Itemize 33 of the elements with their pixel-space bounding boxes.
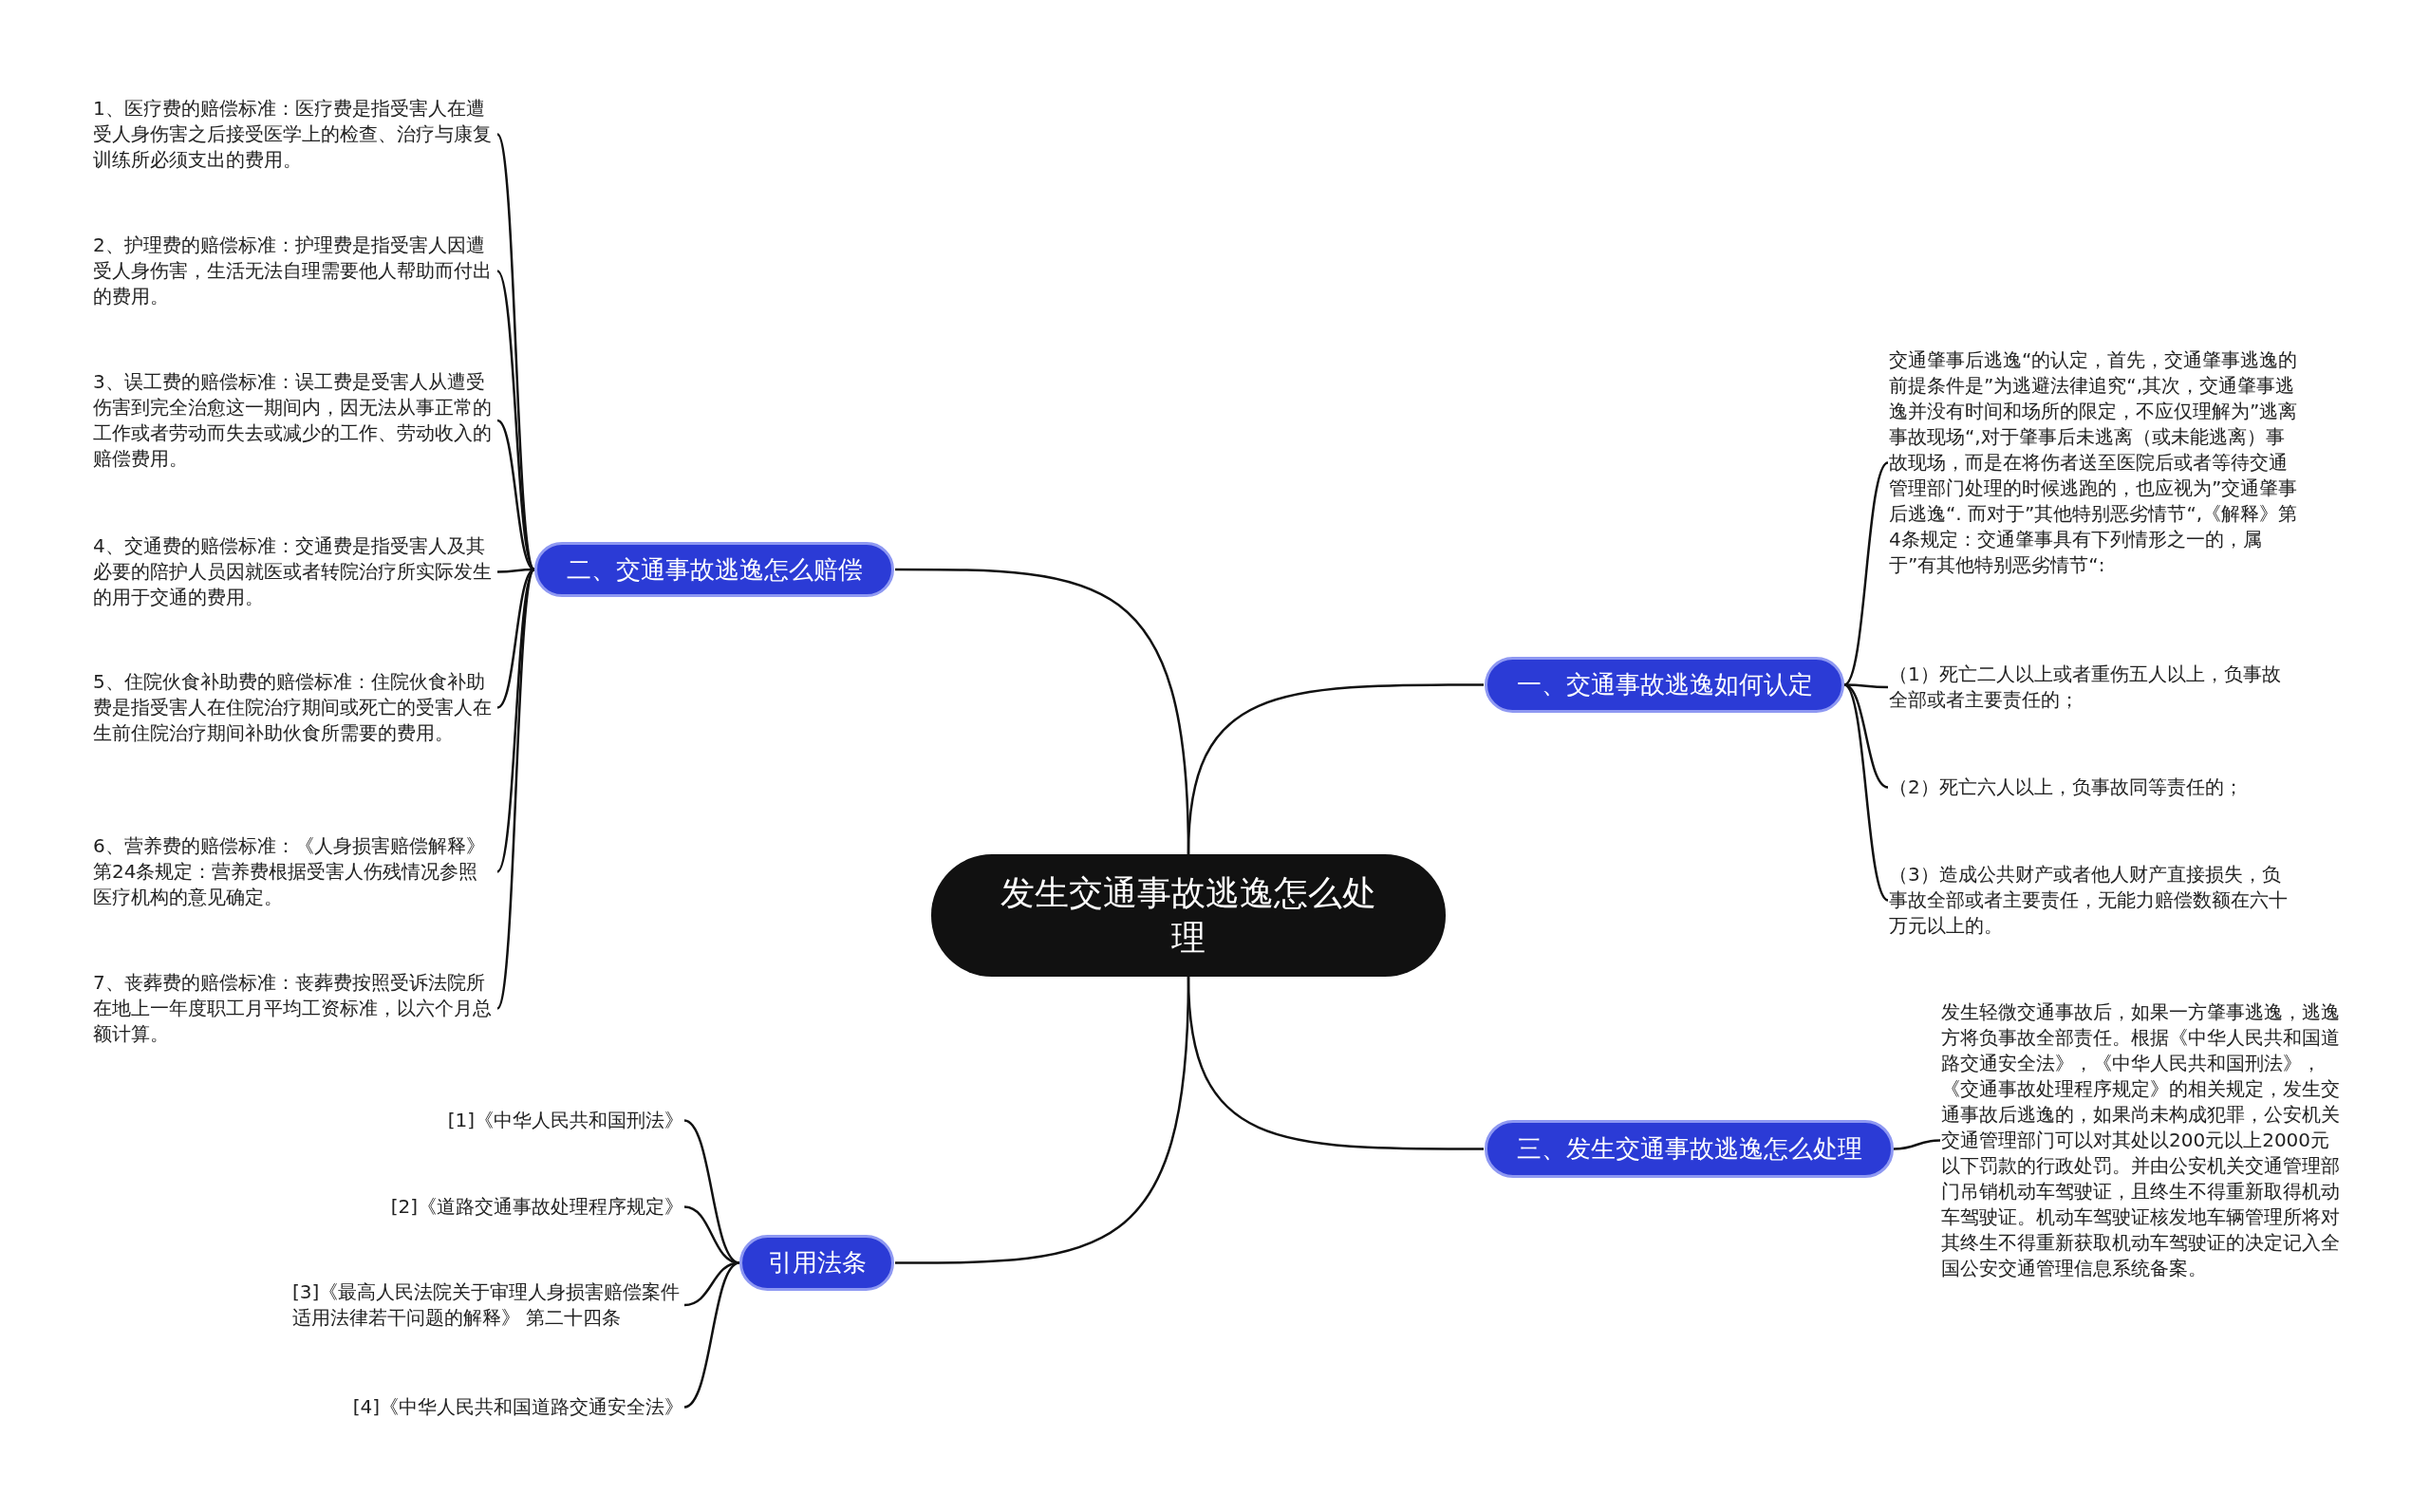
note-text: 5、住院伙食补助费的赔偿标准：住院伙食补助费是指受害人在住院治疗期间或死亡的受害人在生前住院治疗期间补助伙食所需要的费用。: [93, 669, 496, 746]
connector-line: [1843, 683, 1889, 902]
reference-text: [1]《中华人民共和国刑法》: [447, 1108, 683, 1133]
reference-text: [3]《最高人民法院关于审理人身损害赔偿案件适用法律若干问题的解释》 第二十四条: [292, 1279, 683, 1331]
connector-line: [497, 568, 534, 573]
connector-line: [1893, 1139, 1941, 1150]
branch-topic: 二、交通事故逃逸怎么赔偿: [534, 542, 894, 597]
connector-line: [683, 1261, 740, 1409]
reference-text: [4]《中华人民共和国道路交通安全法》: [352, 1394, 683, 1420]
branch-topic: 引用法条: [739, 1235, 894, 1291]
connector-line: [1844, 683, 1888, 689]
note-text: 4、交通费的赔偿标准：交通费是指受害人及其必要的陪护人员因就医或者转院治疗所实际发生的用于交通的费用。: [93, 533, 496, 610]
central-topic: 发生交通事故逃逸怎么处理: [931, 854, 1446, 977]
connector-line: [895, 976, 1190, 1264]
note-text: 3、误工费的赔偿标准：误工费是受害人从遭受伤害到完全治愈这一期间内，因无法从事正常的工作或者劳动而失去或减少的工作、劳动收入的赔偿费用。: [93, 369, 496, 472]
note-text: 交通肇事后逃逸“的认定，首先，交通肇事逃逸的前提条件是”为逃避法律追究“,其次，交通肇事逃逸并没有时间和场所的限定，不应仅理解为”逃离事故现场“,对于肇事后未逃离（或未能逃离）事故现场，而是在将伤者送至医院后或者等待交通管理部门处理的时候逃跑的，也应视为”交通肇事后逃逸“. 而对于”其他特别恶劣情节“,《解释》第4条规定：交通肇事具有下列情形之一的，属于”有其他特别恶劣情节“:: [1889, 347, 2299, 578]
connector-line: [1187, 683, 1484, 855]
reference-text: [2]《道路交通事故处理程序规定》: [390, 1194, 683, 1220]
note-text: 1、医疗费的赔偿标准：医疗费是指受害人在遭受人身伤害之后接受医学上的检查、治疗与康复训练所必须支出的费用。: [93, 96, 496, 173]
connector-line: [496, 270, 535, 570]
branch-topic: 一、交通事故逃逸如何认定: [1485, 657, 1844, 713]
connector-line: [1843, 461, 1889, 686]
note-text: （3）造成公共财产或者他人财产直接损失，负事故全部或者主要责任，无能力赔偿数额在六十万元以上的。: [1889, 862, 2299, 939]
note-text: （2）死亡六人以上，负事故同等责任的；: [1889, 775, 2299, 800]
note-text: （1）死亡二人以上或者重伤五人以上，负事故全部或者主要责任的；: [1889, 662, 2299, 713]
note-text: 6、营养费的赔偿标准：《人身损害赔偿解释》第24条规定：营养费根据受害人伤残情况参照医疗机构的意见确定。: [93, 833, 496, 910]
connector-line: [495, 569, 536, 1010]
branch-topic: 三、发生交通事故逃逸怎么处理: [1485, 1120, 1894, 1178]
note-text: 2、护理费的赔偿标准：护理费是指受害人因遭受人身伤害，生活无法自理需要他人帮助而付出的费用。: [93, 233, 496, 309]
connector-line: [496, 569, 535, 873]
note-text: 发生轻微交通事故后，如果一方肇事逃逸，逃逸方将负事故全部责任。根据《中华人民共和国道路交通安全法》，《中华人民共和国刑法》，《交通事故处理程序规定》的相关规定，发生交通事故后逃逸的，如果尚未构成犯罪，公安机关交通管理部门可以对其处以200元以上2000元以下罚款的行政处罚。并由公安机关交通管理部门吊销机动车驾驶证，且终生不得重新取得机动车驾驶证。机动车驾驶证核发地车辆管理所将对其终生不得重新获取机动车驾驶证的决定记入全国公安交通管理信息系统备案。: [1941, 999, 2342, 1281]
connector-line: [495, 133, 536, 570]
note-text: 7、丧葬费的赔偿标准：丧葬费按照受诉法院所在地上一年度职工月平均工资标准，以六个月总额计算。: [93, 970, 496, 1047]
